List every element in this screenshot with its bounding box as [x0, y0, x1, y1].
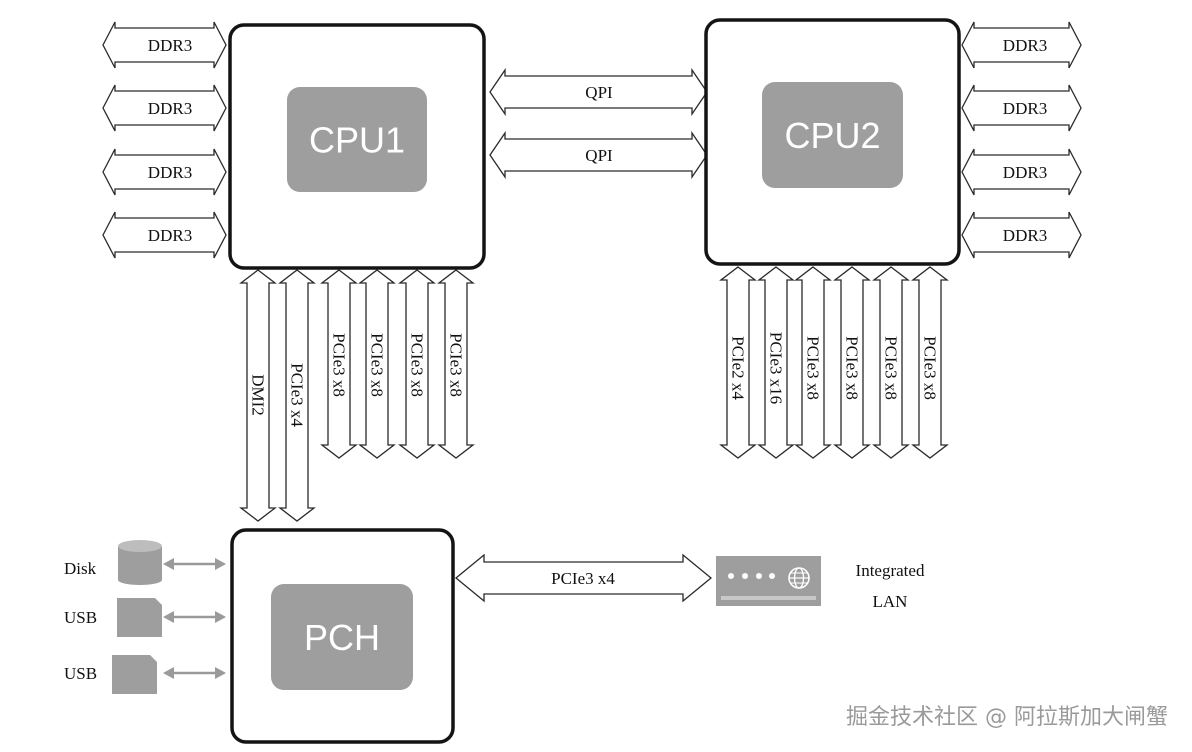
lan-led: [756, 573, 762, 579]
peripheral-label: Disk: [64, 559, 97, 578]
cpu1-link-label: PCIe3 x4: [288, 363, 307, 427]
cpu2-box-core: [762, 82, 903, 188]
cpu2-downlink: [719, 266, 757, 459]
disk-top: [118, 540, 162, 552]
cpu2-link-label: PCIe3 x8: [882, 336, 901, 400]
link-head-right: [215, 667, 226, 679]
cpu1-downlink: [239, 269, 277, 522]
watermark: 掘金技术社区 @ 阿拉斯加大闸蟹: [846, 705, 1168, 730]
lan-led: [728, 573, 734, 579]
cpu1-link-label: DMI2: [249, 374, 268, 416]
usb-body: [112, 655, 157, 694]
ddr3-label: DDR3: [148, 226, 192, 245]
ddr3-label: DDR3: [1003, 163, 1047, 182]
peripheral-link: [163, 558, 226, 570]
cpu2-link-label: PCIe3 x8: [921, 336, 940, 400]
ddr3-link-cpu2: [961, 211, 1082, 259]
cpu1-link-label: PCIe3 x8: [447, 333, 466, 397]
disk-icon: [118, 540, 162, 585]
cpu1-box-core: [287, 87, 427, 192]
ddr3-label: DDR3: [148, 36, 192, 55]
link-head-left: [163, 667, 174, 679]
cpu2-downlink: [794, 266, 832, 459]
network-card-icon: [716, 556, 821, 606]
ddr3-link-cpu1: [102, 84, 227, 132]
ddr3-label: DDR3: [148, 163, 192, 182]
pch-link-label: PCIe3 x4: [551, 569, 615, 588]
peripheral-label: USB: [64, 608, 97, 627]
ddr3-link-cpu2: [961, 148, 1082, 196]
cpu2-downlink: [757, 266, 795, 459]
ddr3-link-cpu2: [961, 84, 1082, 132]
lan-card-slot: [721, 596, 816, 600]
ddr3-label: DDR3: [1003, 99, 1047, 118]
peripheral-label: USB: [64, 664, 97, 683]
ddr3-label: DDR3: [1003, 226, 1047, 245]
cpu1-downlink: [437, 269, 475, 459]
cpu1-link-label: PCIe3 x8: [408, 333, 427, 397]
ddr3-label: DDR3: [148, 99, 192, 118]
cpu2-link-label: PCIe2 x4: [729, 336, 748, 400]
cpu2-downlink: [911, 266, 949, 459]
usb-icon: [117, 598, 162, 637]
ddr3-link-cpu1: [102, 211, 227, 259]
ddr3-link-cpu1: [102, 21, 227, 69]
cpu1-box-label: CPU1: [309, 120, 405, 161]
cpu1-downlink: [358, 269, 396, 459]
pch-box-core: [271, 584, 413, 690]
peripheral-link: [163, 667, 226, 679]
pch-box-label: PCH: [304, 617, 380, 658]
cpu1-link-label: PCIe3 x8: [368, 333, 387, 397]
qpi-label: QPI: [585, 83, 613, 102]
cpu1-link-label: PCIe3 x8: [330, 333, 349, 397]
ddr3-link-cpu1: [102, 148, 227, 196]
link-head-right: [215, 611, 226, 623]
cpu2-downlink: [833, 266, 871, 459]
ddr3-link-cpu2: [961, 21, 1082, 69]
cpu1-downlink: [398, 269, 436, 459]
link-head-right: [215, 558, 226, 570]
lan-label-line2: LAN: [873, 592, 908, 611]
disk-bottom: [118, 575, 162, 585]
link-head-left: [163, 611, 174, 623]
cpu2-link-label: PCIe3 x8: [843, 336, 862, 400]
peripheral-link: [163, 611, 226, 623]
qpi-label: QPI: [585, 146, 613, 165]
lan-label-line1: Integrated: [856, 561, 925, 580]
cpu2-link-label: PCIe3 x16: [767, 332, 786, 404]
cpu1-downlink: [320, 269, 358, 459]
cpu2-box-label: CPU2: [784, 115, 880, 156]
cpu2-downlink: [872, 266, 910, 459]
lan-led: [769, 573, 775, 579]
ddr3-label: DDR3: [1003, 36, 1047, 55]
cpu2-link-label: PCIe3 x8: [804, 336, 823, 400]
usb-icon: [112, 655, 157, 694]
link-head-left: [163, 558, 174, 570]
lan-led: [742, 573, 748, 579]
cpu1-downlink: [278, 269, 316, 522]
usb-body: [117, 598, 162, 637]
pch-lan-link: [454, 553, 713, 603]
